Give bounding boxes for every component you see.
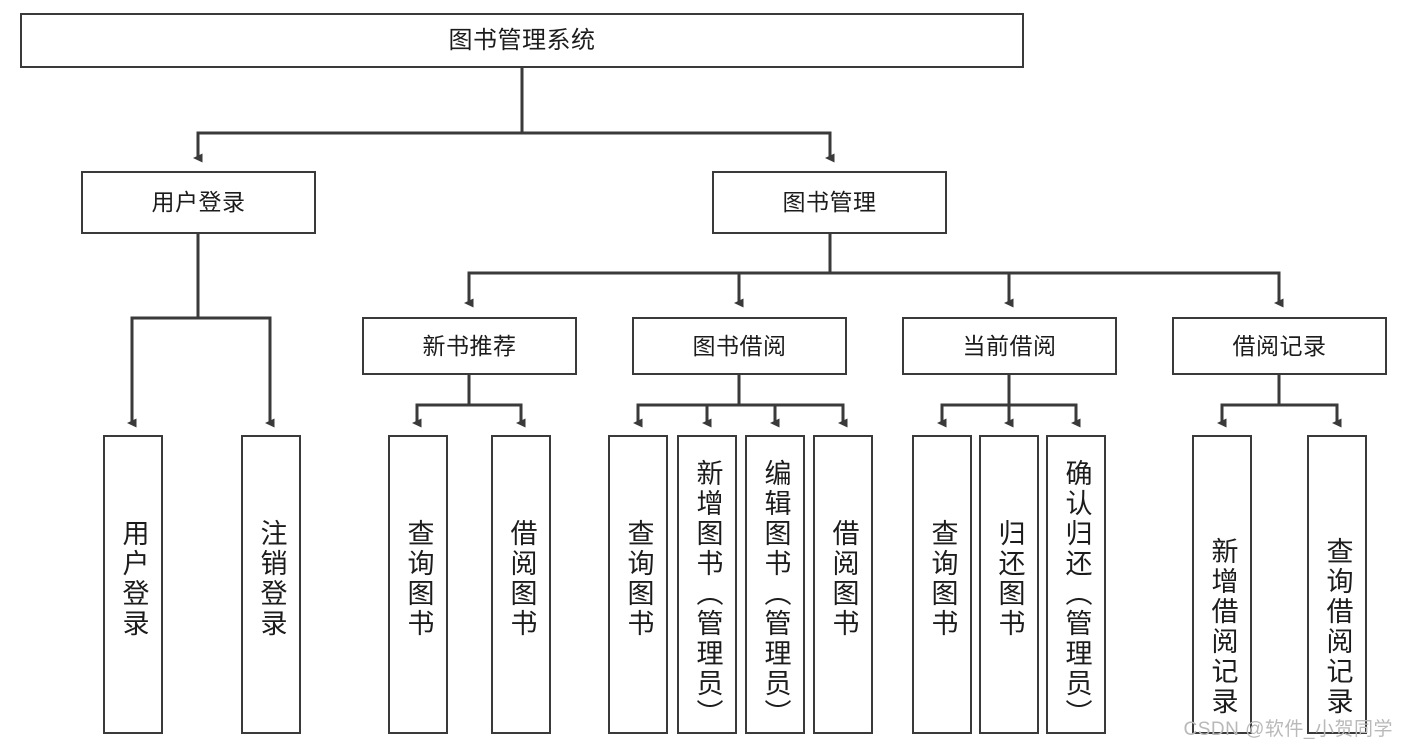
node-current-borrow[interactable]: 当前借阅 xyxy=(902,317,1117,375)
node-leaf-edit-book-admin[interactable]: 编辑图书（管理员） xyxy=(745,435,805,734)
node-borrow-record[interactable]: 借阅记录 xyxy=(1172,317,1387,375)
node-label: 查询借阅记录 xyxy=(1322,537,1353,717)
node-label: 新增图书（管理员） xyxy=(692,459,723,729)
node-label: 图书管理 xyxy=(782,189,877,216)
node-leaf-add-book-admin[interactable]: 新增图书（管理员） xyxy=(677,435,737,734)
node-book-borrow[interactable]: 图书借阅 xyxy=(632,317,847,375)
node-book-management[interactable]: 图书管理 xyxy=(712,171,947,234)
node-label: 用户登录 xyxy=(118,519,149,639)
node-leaf-return-book[interactable]: 归还图书 xyxy=(979,435,1039,734)
node-leaf-borrow-book[interactable]: 借阅图书 xyxy=(813,435,873,734)
node-leaf-confirm-return-admin[interactable]: 确认归还（管理员） xyxy=(1046,435,1106,734)
node-label: 查询图书 xyxy=(403,519,434,639)
node-label: 编辑图书（管理员） xyxy=(760,459,791,729)
node-leaf-add-borrow-record[interactable]: 新增借阅记录 xyxy=(1192,435,1252,734)
node-leaf-query-book-recommend[interactable]: 查询图书 xyxy=(388,435,448,734)
node-label: 借阅记录 xyxy=(1232,332,1327,359)
node-label: 确认归还（管理员） xyxy=(1061,459,1092,729)
node-label: 借阅图书 xyxy=(506,519,537,639)
node-leaf-query-book-borrow[interactable]: 查询图书 xyxy=(608,435,668,734)
node-leaf-query-book-current[interactable]: 查询图书 xyxy=(912,435,972,734)
watermark-text: CSDN @软件_小贺同学 xyxy=(1183,719,1393,740)
node-leaf-logout[interactable]: 注销登录 xyxy=(241,435,301,734)
node-label: 借阅图书 xyxy=(828,519,859,639)
node-leaf-borrow-book-recommend[interactable]: 借阅图书 xyxy=(491,435,551,734)
node-leaf-query-borrow-record[interactable]: 查询借阅记录 xyxy=(1307,435,1367,734)
node-new-book-recommendation[interactable]: 新书推荐 xyxy=(362,317,577,375)
node-label: 新书推荐 xyxy=(422,332,517,359)
node-label: 注销登录 xyxy=(256,519,287,639)
node-label: 图书管理系统 xyxy=(448,26,596,54)
node-leaf-user-login[interactable]: 用户登录 xyxy=(103,435,163,734)
node-user-login[interactable]: 用户登录 xyxy=(81,171,316,234)
node-label: 查询图书 xyxy=(927,519,958,639)
node-label: 用户登录 xyxy=(151,189,246,216)
node-label: 归还图书 xyxy=(994,519,1025,639)
node-label: 查询图书 xyxy=(623,519,654,639)
node-root-book-management-system[interactable]: 图书管理系统 xyxy=(20,13,1024,68)
node-label: 图书借阅 xyxy=(692,332,787,359)
node-label: 当前借阅 xyxy=(962,332,1057,359)
node-label: 新增借阅记录 xyxy=(1207,537,1238,717)
